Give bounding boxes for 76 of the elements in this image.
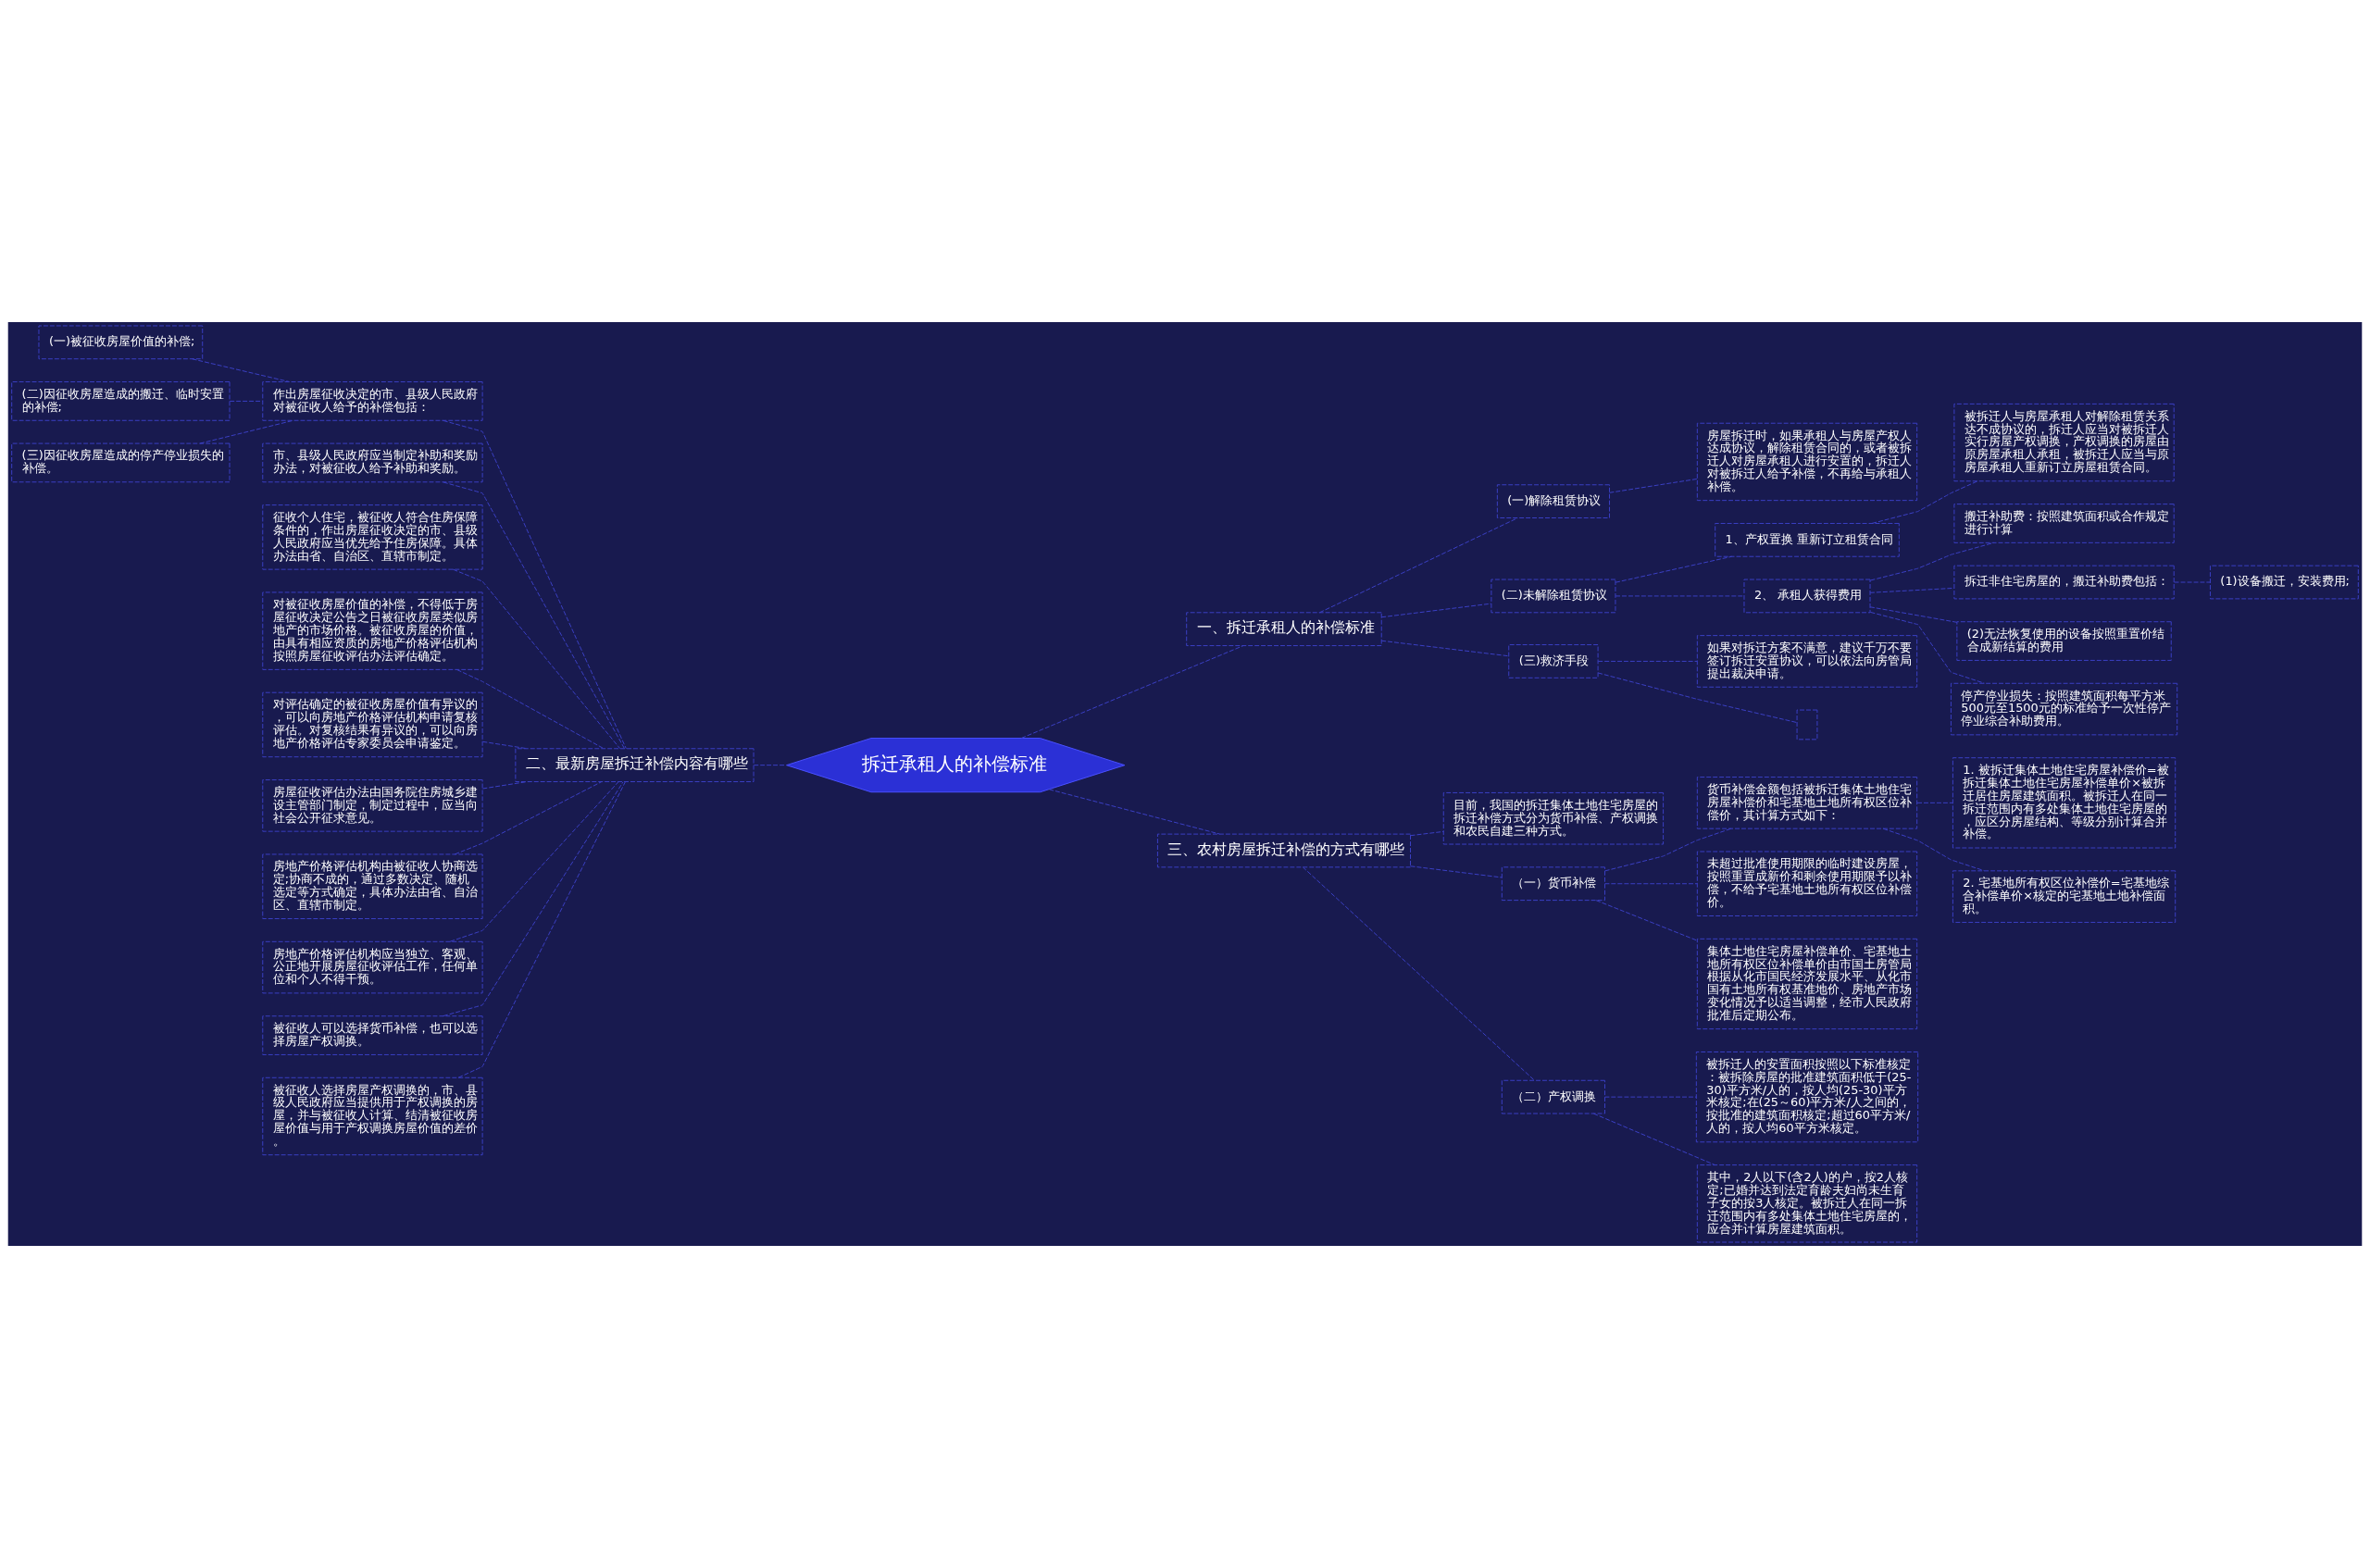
connector <box>1604 1096 1697 1098</box>
node-box: 被征收人可以选择货币补偿，也可以选择房屋产权调换。 <box>262 1015 483 1055</box>
node-box: 作出房屋征收决定的市、县级人民政府对被征收人给予的补偿包括： <box>262 381 483 421</box>
node-box: 1. 被拆迁集体土地住宅房屋补偿价=被拆迁集体土地住宅房屋补偿单价×被拆迁居住房屋建筑面积。被拆迁人在同一拆迁范围内有多处集体土地住宅房屋的，应区分房屋结构、等级分别计算合并补偿。 <box>1952 757 2177 849</box>
node-box: 房屋拆迁时，如果承租人与房屋产权人达成协议，解除租赁合同的，或者被拆迁人对房屋承租人进行安置的，拆迁人对被拆迁人给予补偿，不再给与承租人补偿。 <box>1696 422 1918 502</box>
connector <box>1595 900 1698 941</box>
node-box: (1)设备搬迁，安装费用; <box>2209 565 2359 600</box>
connector <box>1869 611 1985 684</box>
connector <box>199 419 294 444</box>
node-box: 征收个人住宅，被征收人符合住房保障条件的，作出房屋征收决定的市、县级人民政府应当优先给予住房保障。具体办法由省、自治区、直辖市制定。 <box>262 504 483 570</box>
node-box: (二)未解除租赁协议 <box>1491 579 1616 614</box>
connector <box>457 781 626 1078</box>
node-box: 二、最新房屋拆迁补偿内容有哪些 <box>515 748 755 782</box>
node-box: (2)无法恢复使用的设备按照重置价结合成新结算的费用 <box>1956 621 2172 661</box>
connector <box>1410 830 1444 837</box>
node-box: 对评估确定的被征收房屋价值有异议的，可以向房地产价格评估机构申请复核评估。对复核结果有异议的，可以向房地产价格评估专家委员会申请鉴定。 <box>262 691 483 758</box>
connector <box>1882 828 1985 872</box>
connector <box>454 781 603 855</box>
connector <box>1597 660 1698 662</box>
connector <box>1597 672 1798 724</box>
node-box: （二）产权调换 <box>1501 1079 1606 1114</box>
connector <box>192 358 290 382</box>
node-box: 2、 承租人获得费用 <box>1743 579 1871 614</box>
node-box: 2. 宅基地所有权区位补偿价=宅基地综合补偿单价×核定的宅基地土地补偿面积。 <box>1952 870 2177 923</box>
connector <box>443 781 624 1017</box>
connector <box>753 765 788 766</box>
node-box: 被拆迁人与房屋承租人对解除租赁关系达不成协议的，拆迁人应当对被拆迁人实行房屋产权调换，产权调换的房屋由原房屋承租人承租，被拆迁人应当与原房屋承租人重新订立房屋租赁合同。 <box>1953 403 2175 482</box>
connector <box>452 568 621 750</box>
node-box: （一）货币补偿 <box>1501 866 1606 902</box>
node-box: 未超过批准使用期限的临时建设房屋，按照重置成新价和剩余使用期限予以补偿，不给予宅基地土地所有权区位补偿价。 <box>1696 851 1918 916</box>
connector <box>1615 555 1733 583</box>
node-box: (三)因征收房屋造成的停产停业损失的补偿。 <box>11 442 231 483</box>
node-box: (二)因征收房屋造成的搬迁、临时安置的补偿; <box>11 381 231 421</box>
connector <box>1380 603 1492 618</box>
connector <box>1020 645 1244 739</box>
node-box: 市、县级人民政府应当制定补助和奖励办法，对被征收人给予补助和奖励。 <box>262 442 483 483</box>
node-box: 货币补偿金额包括被拆迁集体土地住宅房屋补偿价和宅基地土地所有权区位补偿价，其计算方式如下： <box>1696 777 1918 829</box>
connector <box>229 400 263 402</box>
connector <box>1302 866 1535 1081</box>
node-box <box>1796 709 1818 740</box>
node-box: 集体土地住宅房屋补偿单价、宅基地土地所有权区位补偿单价由市国土房管局根据从化市国民经济发展水平、从化市国有土地所有权基准地价、房地产市场变化情况予以适当调整，经市人民政府批准后定期公布。 <box>1696 938 1918 1030</box>
node-box: 如果对拆迁方案不满意，建议千万不要签订拆迁安置协议，可以依法向房管局提出裁决申请。 <box>1696 635 1918 688</box>
node-box: 对被征收房屋价值的补偿，不得低于房屋征收决定公告之日被征收房屋类似房地产的市场价格。被征收房屋的价值，由具有相应资质的房地产价格评估机构按照房屋征收评估办法评估确定。 <box>262 591 483 670</box>
node-box: 被征收人选择房屋产权调换的，市、县级人民政府应当提供用于产权调换的房屋，并与被征收人计算、结清被征收房屋价值与用于产权调换房屋价值的差价。 <box>262 1076 483 1156</box>
node-box: (一)解除租赁协议 <box>1496 484 1610 518</box>
connector <box>1869 541 1995 581</box>
connector <box>1380 640 1510 657</box>
connector <box>1592 1113 1715 1166</box>
connector <box>1869 587 1955 593</box>
connector <box>449 781 619 942</box>
node-box: (三)救济手段 <box>1508 644 1599 678</box>
node-box: 其中，2人以下(含2人)的户，按2人核定;已婚并达到法定育龄夫妇尚未生育子女的按3人核定。被拆迁人在同一拆迁范围内有多处集体土地住宅房屋的，应合并计算房屋建筑面积。 <box>1696 1164 1918 1243</box>
connector <box>1609 478 1698 493</box>
connector <box>1604 883 1698 885</box>
connector <box>1410 865 1503 878</box>
node-box: 房屋征收评估办法由国务院住房城乡建设主管部门制定，制定过程中，应当向社会公开征求意见。 <box>262 779 483 832</box>
node-box: 一、拆迁承租人的补偿标准 <box>1186 612 1382 647</box>
node-box: (一)被征收房屋价值的补偿; <box>38 325 204 360</box>
node-box: 房地产价格评估机构应当独立、客观、公正地开展房屋征收评估工作，任何单位和个人不得干预。 <box>262 940 483 994</box>
connector <box>456 668 605 750</box>
node-box: 搬迁补助费：按照建筑面积或合作规定进行计算 <box>1953 504 2175 543</box>
connector <box>1318 517 1518 614</box>
node-box: 被拆迁人的安置面积按照以下标准核定：被拆除房屋的批准建筑面积低于(25-30)平方米/人的，按人均(25-30)平方米核定;在(25～60)平方米/人之间的，按批准的建筑面积核定;超过60平方米/人的，按人均60平方米核定。 <box>1695 1051 1919 1143</box>
connector <box>2173 581 2211 583</box>
connector <box>1048 789 1220 835</box>
node-box: 目前，我国的拆迁集体土地住宅房屋的拆迁补偿方式分为货币补偿、产权调换和农民自建三种方式。 <box>1442 791 1665 845</box>
node-box: 房地产价格评估机构由被征收人协商选定;协商不成的，通过多数决定、随机选定等方式确定，具体办法由省、自治区、直辖市制定。 <box>262 853 483 919</box>
connector <box>1869 606 1958 623</box>
connector <box>481 781 528 790</box>
connector <box>481 740 528 750</box>
connector <box>1615 595 1745 597</box>
node-box: 拆迁非住宅房屋的，搬迁补助费包括： <box>1953 565 2175 600</box>
connector <box>1916 802 1953 803</box>
node-box: 三、农村房屋拆迁补偿的方式有哪些 <box>1156 833 1411 868</box>
node-box: 1、产权置换 重新订立租赁合同 <box>1715 522 1900 557</box>
node-box: 停产停业损失：按照建筑面积每平方米500元至1500元的标准给予一次性停产停业综合补助费用。 <box>1950 682 2178 736</box>
